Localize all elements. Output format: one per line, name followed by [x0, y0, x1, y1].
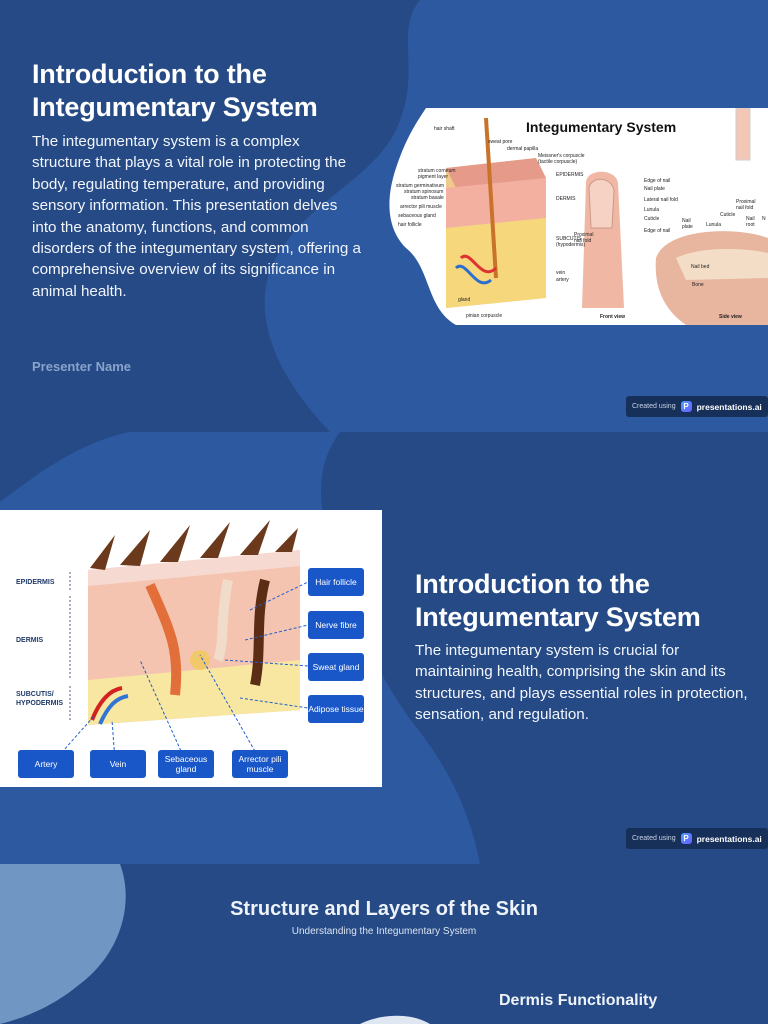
presenter-name: Presenter Name: [32, 359, 131, 374]
diagram-label-artery: artery: [556, 277, 569, 283]
diagram-label-nail-matrix: N: [762, 216, 766, 222]
diagram-label-nail-plate-side: Nail: [682, 218, 691, 224]
diagram-label-stratum-basale: stratum basale: [411, 195, 444, 201]
created-using-badge[interactable]: Created using P presentations.ai: [626, 396, 768, 417]
diagram-label-nail-plate-side-2: plate: [682, 224, 693, 230]
brand-name: presentations.ai: [696, 833, 762, 844]
diagram-label-proximal-nail-fold-side: Proximal: [736, 199, 755, 205]
diagram-label-lunula-side: Lunula: [706, 222, 721, 228]
slide-2: EPIDERMIS DERMIS SUBCUTIS/ HYPODERMIS Ha…: [0, 432, 768, 864]
diagram-label-edge-of-nail-2: Edge of nail: [644, 228, 670, 234]
section-subheading: Understanding the Integumentary System: [291, 926, 477, 937]
diagram-label-proximal-nail-fold-side-2: nail fold: [736, 205, 753, 211]
section-heading: Structure and Layers of the Skin: [230, 898, 538, 920]
diagram-label-cuticle-side: Cuticle: [720, 212, 736, 218]
diagram-label-gland: gland: [458, 297, 470, 303]
slide-body: The integumentary system is crucial for …: [415, 642, 748, 724]
slide-title: Introduction to the Integumentary System: [415, 569, 701, 632]
label-hair-follicle: Hair follicle: [308, 568, 364, 596]
diagram-label-sweat-pore: sweat pore: [488, 139, 513, 145]
dermis-functionality-heading: Dermis Functionality: [499, 992, 658, 1009]
diagram-label-stratum-germinativum: stratum germinativum: [396, 183, 444, 189]
created-using-badge[interactable]: Created using P presentations.ai: [626, 828, 768, 849]
created-using-label: Created using: [632, 835, 676, 842]
integumentary-diagram: Integumentary System hair shaft sweat po…: [389, 108, 768, 325]
slide-3: Structure and Layers of the Skin Underst…: [0, 864, 768, 1024]
label-artery: Artery: [18, 750, 74, 778]
label-arrector-pili-muscle: Arrector pili muscle: [232, 750, 288, 778]
diagram-label-front-view: Front view: [600, 314, 625, 320]
diagram-label-nail-root-2: root: [746, 222, 755, 228]
diagram-label-nail-root: Nail: [746, 216, 755, 222]
slide-body: The integumentary system is a complex st…: [32, 133, 361, 300]
background-blob: [0, 864, 430, 1024]
label-nerve-fibre: Nerve fibre: [308, 611, 364, 639]
diagram-label-stratum-spinosum: stratum spinosum: [404, 189, 443, 195]
brand-name: presentations.ai: [696, 401, 762, 412]
diagram-label-proximal-nail-fold: Proximal: [574, 232, 593, 238]
diagram-label-arrector-pili-muscle: arrector pili muscle: [400, 204, 442, 210]
diagram-label-vein: vein: [556, 270, 565, 276]
created-using-label: Created using: [632, 403, 676, 410]
label-sweat-gland: Sweat gland: [308, 653, 364, 681]
layer-label-subcutis: SUBCUTIS/ HYPODERMIS: [16, 691, 64, 707]
diagram-label-lunula: Lunula: [644, 207, 659, 213]
diagram-label-cuticle: Cuticle: [644, 216, 660, 222]
diagram-label-dermis: DERMIS: [556, 196, 576, 202]
diagram-label-hypodermis: (hypodermis): [556, 242, 586, 248]
diagram-label-hair-shaft: hair shaft: [434, 126, 455, 132]
diagram-label-nail-bed: Nail bed: [691, 264, 710, 270]
slide-1: Introduction to the Integumentary System…: [0, 0, 768, 432]
diagram-label-subcutis: SUBCUTIS: [556, 236, 582, 242]
diagram-corner-thumbnail: [735, 108, 751, 161]
diagram-label-pigment-layer: pigment layer: [418, 174, 448, 180]
diagram-label-meissner-corpuscle: Meissner's corpuscle: [538, 153, 585, 159]
diagram-label-bone: Bone: [692, 282, 704, 288]
label-vein: Vein: [90, 750, 146, 778]
label-adipose-tissue: Adipose tissue: [308, 695, 364, 723]
diagram-label-nail-edge: Edge of nail: [644, 178, 670, 184]
diagram-label-stratum-corneum: stratum corneum: [418, 168, 456, 174]
presentations-logo-icon: P: [680, 833, 692, 844]
diagram-label-side-view: Side view: [719, 314, 742, 320]
diagram-heading: Integumentary System: [526, 119, 676, 135]
diagram-label-proximal-nail-fold-2: nail fold: [574, 238, 591, 244]
slide-title: Introduction to the Integumentary System: [32, 59, 318, 122]
diagram-label-hair-follicle: hair follicle: [398, 222, 422, 228]
presentations-logo-icon: P: [680, 401, 692, 412]
layer-label-dermis: DERMIS: [16, 637, 44, 644]
diagram-label-dermal-papilla: dermal papilla: [507, 146, 538, 152]
diagram-label-lateral-nail-fold: Lateral nail fold: [644, 197, 678, 203]
skin-layers-diagram: EPIDERMIS DERMIS SUBCUTIS/ HYPODERMIS Ha…: [0, 510, 382, 787]
layer-label-epidermis: EPIDERMIS: [16, 579, 55, 586]
diagram-label-meissner-tactile: (tactile corpuscle): [538, 159, 578, 165]
skin-illustration: [54, 520, 309, 761]
diagram-label-sebaceous-gland: sebaceous gland: [398, 213, 436, 219]
label-sebaceous-gland: Sebaceous gland: [158, 750, 214, 778]
diagram-label-pinian-corpuscle: pinian corpuscle: [466, 313, 502, 319]
diagram-label-nail-plate: Nail plate: [644, 186, 665, 192]
diagram-label-epidermis: EPIDERMIS: [556, 172, 584, 178]
